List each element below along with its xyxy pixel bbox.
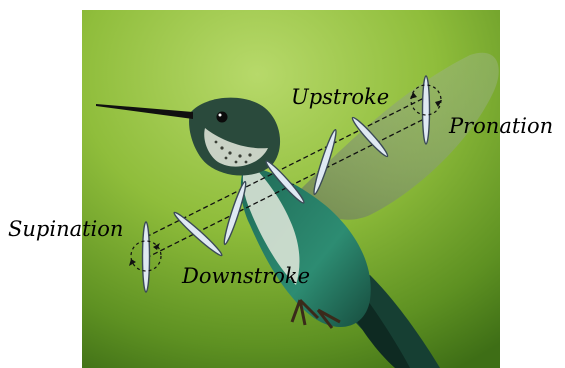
wing-section-pronation [423,76,430,144]
label-pronation: Pronation [448,114,553,138]
label-upstroke: Upstroke [291,85,389,109]
wing-section-supination [143,222,150,292]
label-supination: Supination [8,217,123,241]
label-downstroke: Downstroke [181,264,310,288]
